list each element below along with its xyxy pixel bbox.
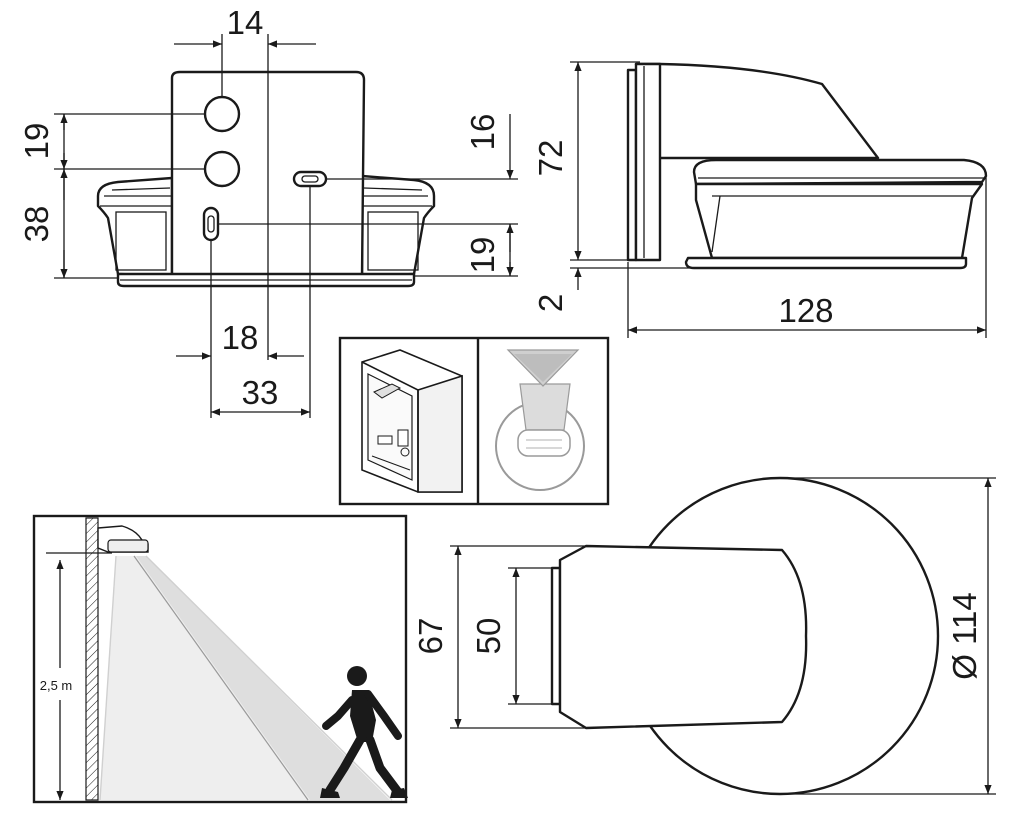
lens-detail-icon <box>495 349 585 491</box>
slot-inner <box>207 215 215 233</box>
dim-label-slot-vertical-upper: 16 <box>464 114 501 151</box>
mounting-height-label: 2,5 m <box>40 678 73 693</box>
base-wing-left <box>96 176 174 278</box>
walking-person-icon <box>320 666 408 798</box>
dim-label-height: 72 <box>532 140 569 177</box>
wing-window <box>367 211 419 271</box>
dim-label-length: 128 <box>778 292 833 329</box>
dim-label-slot-offset: 18 <box>222 319 259 356</box>
wing-edge-line <box>363 187 423 191</box>
dim-label-base-gap: 2 <box>532 294 569 312</box>
lens-line <box>711 195 721 253</box>
dim-label-hole-vertical-upper: 19 <box>18 123 55 160</box>
installation-scene: 2,5 m <box>32 514 408 804</box>
detection-zone-outer <box>136 556 390 800</box>
sensor-foot <box>684 256 968 270</box>
dim-label-slot-total: 33 <box>242 374 279 411</box>
cable-entry-hole-upper <box>203 95 241 133</box>
wing-window <box>115 211 167 271</box>
mounting-slot-vertical <box>202 206 220 242</box>
dim-label-hole-vertical-lower: 38 <box>18 206 55 243</box>
slot-inner <box>301 175 319 183</box>
mounting-slot-horizontal <box>292 170 328 188</box>
junction-box-icon <box>361 349 463 493</box>
sensor-lens-cap <box>692 158 988 186</box>
top-view: 14 19 38 16 19 18 33 <box>18 4 518 418</box>
dim-label-inner-height: 50 <box>470 618 507 655</box>
dim-label-slot-vertical-lower: 19 <box>464 237 501 274</box>
dim-label-hole-spacing: 14 <box>227 4 264 41</box>
housing-back <box>634 62 662 262</box>
detection-zone-edge <box>99 555 117 801</box>
sensor-lens-body <box>694 182 984 260</box>
mounted-sensor-lens <box>107 539 149 553</box>
sensor-head-front <box>558 544 808 730</box>
wall-hatch <box>85 517 99 801</box>
base-wing-right <box>360 174 436 278</box>
detail-panel <box>338 336 610 506</box>
detection-zone-edge <box>133 555 309 801</box>
wing-edge-line <box>111 187 171 191</box>
front-view: 67 50 Ø 114 <box>412 476 996 796</box>
sensor-housing-side <box>634 62 880 160</box>
dim-label-outer-height: 67 <box>412 618 449 655</box>
dim-label-diameter: Ø 114 <box>946 592 983 679</box>
cable-entry-hole-lower <box>203 150 241 188</box>
side-view: 72 2 128 <box>532 61 988 338</box>
